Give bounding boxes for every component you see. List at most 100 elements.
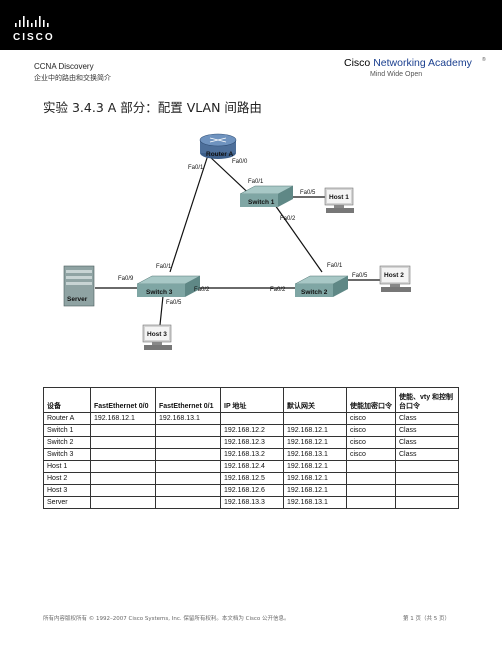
router-a: Router A (199, 133, 237, 159)
table-cell (346, 472, 396, 485)
table-cell: Class (395, 412, 459, 425)
switch-3: Switch 3 (136, 275, 201, 297)
table-cell: 192.168.13.1 (155, 412, 221, 425)
topology-diagram: Router A Fa0/1 Fa0/0 Switch 1 Fa0/1 Fa0/… (63, 133, 411, 350)
link-routera-switch3 (169, 154, 209, 273)
cisco-wordmark: CISCO (13, 32, 55, 43)
s2-port-fa05: Fa0/5 (352, 273, 368, 279)
table-row: Host 3 192.168.12.6 192.168.12.1 (43, 484, 459, 497)
table-cell (90, 496, 156, 509)
table-cell: 192.168.12.1 (90, 412, 156, 425)
table-cell (283, 412, 347, 425)
table-cell: 192.168.12.1 (283, 424, 347, 437)
table-cell (155, 472, 221, 485)
host-3-label: Host 3 (147, 331, 167, 338)
table-cell: 192.168.12.2 (220, 424, 284, 437)
host-2-label: Host 2 (384, 272, 404, 279)
router-arrows-icon (209, 137, 227, 143)
switch-1-label: Switch 1 (248, 199, 275, 206)
ra-port-fa00: Fa0/0 (232, 159, 248, 165)
s3-port-fa02: Fa0/2 (194, 287, 210, 293)
server: Server (63, 265, 95, 307)
table-row: Router A 192.168.12.1 192.168.13.1 cisco… (43, 412, 459, 425)
topology-links (95, 154, 380, 326)
table-cell (155, 424, 221, 437)
course-subtitle: 企业中的路由和交换简介 (34, 74, 111, 82)
table-cell: 192.168.13.1 (283, 496, 347, 509)
col-header-gateway: 默认网关 (283, 387, 347, 413)
table-cell (90, 424, 156, 437)
table-row: Server 192.168.13.3 192.168.13.1 (43, 496, 459, 509)
col-header-device: 设备 (43, 387, 91, 413)
page-title: 实验 3.4.3 A 部分：配置 VLAN 间路由 (43, 100, 262, 115)
table-header-row: 设备 FastEthernet 0/0 FastEthernet 0/1 IP … (43, 387, 459, 413)
table-cell: Host 1 (43, 460, 91, 473)
table-cell (90, 448, 156, 461)
table-cell (346, 460, 396, 473)
table-cell (395, 484, 459, 497)
table-cell (155, 460, 221, 473)
col-header-vty-password: 使能、vty 和控制台口令 (395, 387, 459, 413)
table-cell: cisco (346, 424, 396, 437)
table-cell: 192.168.12.5 (220, 472, 284, 485)
switch-2: Switch 2 (294, 275, 349, 297)
s1-port-fa05: Fa0/5 (300, 190, 316, 196)
link-switch3-host3 (159, 295, 164, 326)
table-cell (155, 448, 221, 461)
router-a-label: Router A (206, 151, 234, 158)
academy-title: Cisco Networking Academy (344, 57, 472, 69)
footer-copyright: 所有内容版权所有 © 1992–2007 Cisco Systems, Inc.… (43, 616, 290, 622)
table-cell: 192.168.12.6 (220, 484, 284, 497)
table-cell (155, 484, 221, 497)
header-band: CISCO (0, 0, 502, 50)
table-cell: Host 2 (43, 472, 91, 485)
course-name: CCNA Discovery (34, 62, 94, 71)
table-cell: cisco (346, 436, 396, 449)
table-cell (346, 496, 396, 509)
table-cell (90, 472, 156, 485)
s3-port-fa05: Fa0/5 (166, 300, 182, 306)
table-cell: cisco (346, 448, 396, 461)
table-cell: Host 3 (43, 484, 91, 497)
table-cell: 192.168.13.2 (220, 448, 284, 461)
col-header-ip: IP 地址 (220, 387, 284, 413)
table-cell: 192.168.13.3 (220, 496, 284, 509)
host-1-label: Host 1 (329, 194, 349, 201)
s1-port-fa01: Fa0/1 (248, 179, 264, 185)
table-cell (220, 412, 284, 425)
table-cell: 192.168.12.1 (283, 436, 347, 449)
table-row: Host 2 192.168.12.5 192.168.12.1 (43, 472, 459, 485)
table-cell: Switch 2 (43, 436, 91, 449)
s2-port-fa01: Fa0/1 (327, 263, 343, 269)
server-label: Server (67, 296, 88, 303)
table-cell: Class (395, 436, 459, 449)
table-cell: 192.168.12.1 (283, 460, 347, 473)
table-cell (395, 460, 459, 473)
col-header-fa01: FastEthernet 0/1 (155, 387, 221, 413)
host-3: Host 3 (142, 324, 172, 350)
cisco-bridge-icon (15, 16, 49, 27)
table-row: Switch 1 192.168.12.2 192.168.12.1 cisco… (43, 424, 459, 437)
table-cell: 192.168.12.4 (220, 460, 284, 473)
table-cell: Switch 3 (43, 448, 91, 461)
table-row: Switch 2 192.168.12.3 192.168.12.1 cisco… (43, 436, 459, 449)
switch-3-label: Switch 3 (146, 289, 173, 296)
table-cell: Class (395, 424, 459, 437)
table-cell (155, 436, 221, 449)
ra-port-fa01: Fa0/1 (188, 165, 204, 171)
table-cell (90, 460, 156, 473)
table-row: Switch 3 192.168.13.2 192.168.13.1 cisco… (43, 448, 459, 461)
table-cell (346, 484, 396, 497)
switch-2-label: Switch 2 (301, 289, 328, 296)
academy-name: Networking Academy (373, 57, 472, 69)
cisco-logo: CISCO (13, 15, 73, 45)
table-cell: Server (43, 496, 91, 509)
host-1: Host 1 (324, 187, 354, 213)
table-cell: 192.168.12.1 (283, 472, 347, 485)
table-cell (395, 472, 459, 485)
table-row: Host 1 192.168.12.4 192.168.12.1 (43, 460, 459, 473)
table-cell (90, 436, 156, 449)
table-cell (395, 496, 459, 509)
switch-1: Switch 1 (239, 185, 294, 207)
col-header-fa00: FastEthernet 0/0 (90, 387, 156, 413)
